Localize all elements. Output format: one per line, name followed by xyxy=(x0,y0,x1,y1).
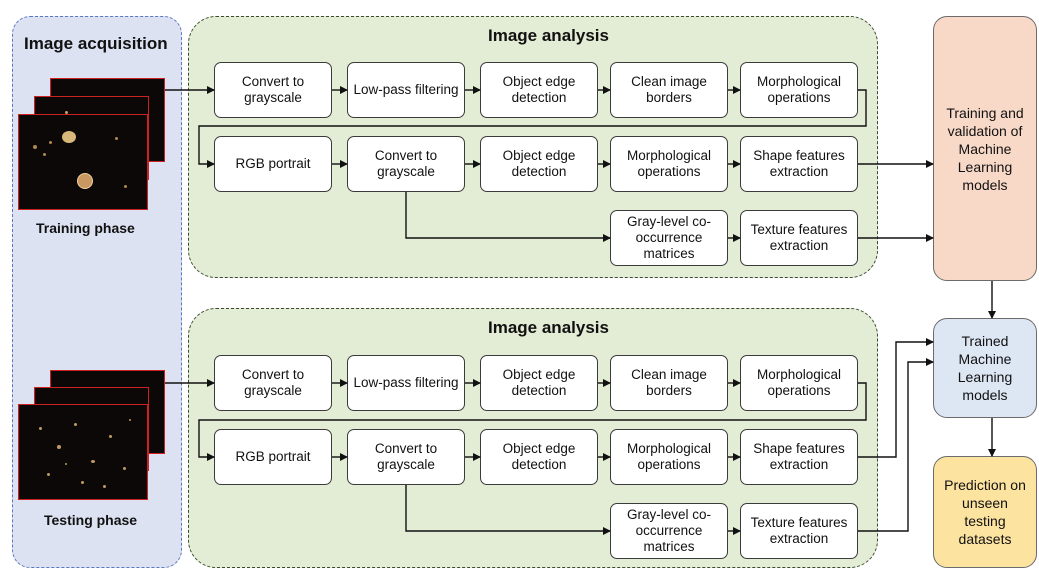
arrow-bottom-to-glcm xyxy=(405,485,611,535)
bottom-low-pass-filtering-box: Low-pass filtering xyxy=(347,355,465,411)
arrow-top-to-glcm xyxy=(405,192,611,242)
top-convert-grayscale-2-box: Convert to grayscale xyxy=(347,136,465,192)
bottom-morphological-operations-2-box: Morphological operations xyxy=(610,429,728,485)
arrow-bottom-texture-to-trained xyxy=(858,358,934,532)
top-morphological-operations-2-box: Morphological operations xyxy=(610,136,728,192)
training-phase-label: Training phase xyxy=(36,220,135,236)
image-analysis-title-bottom: Image analysis xyxy=(488,318,609,337)
bottom-clean-image-borders-box: Clean image borders xyxy=(610,355,728,411)
bottom-texture-features-extraction-box: Texture features extraction xyxy=(740,503,858,559)
bottom-object-edge-detection-box: Object edge detection xyxy=(480,355,598,411)
top-glcm-box: Gray-level co-occurrence matrices xyxy=(610,210,728,266)
top-rgb-portrait-box: RGB portrait xyxy=(214,136,332,192)
training-validation-box: Training and validation of Machine Learn… xyxy=(933,16,1037,281)
top-morphological-operations-box: Morphological operations xyxy=(740,62,858,118)
top-convert-grayscale-box: Convert to grayscale xyxy=(214,62,332,118)
image-acquisition-title: Image acquisition xyxy=(24,34,168,53)
testing-phase-label: Testing phase xyxy=(44,512,138,528)
bottom-object-edge-detection-2-box: Object edge detection xyxy=(480,429,598,485)
top-texture-features-extraction-box: Texture features extraction xyxy=(740,210,858,266)
top-object-edge-detection-box: Object edge detection xyxy=(480,62,598,118)
bottom-convert-grayscale-box: Convert to grayscale xyxy=(214,355,332,411)
arrow-bottom-shape-to-trained xyxy=(858,338,934,458)
bottom-shape-features-extraction-box: Shape features extraction xyxy=(740,429,858,485)
arrow-bottom-wrap xyxy=(198,382,867,461)
training-image-front xyxy=(18,114,148,210)
top-object-edge-detection-2-box: Object edge detection xyxy=(480,136,598,192)
arrow-top-wrap xyxy=(198,89,867,168)
testing-image-front xyxy=(18,404,148,500)
top-shape-features-extraction-box: Shape features extraction xyxy=(740,136,858,192)
top-low-pass-filtering-box: Low-pass filtering xyxy=(347,62,465,118)
trained-models-box: Trained Machine Learning models xyxy=(933,318,1037,418)
bottom-glcm-box: Gray-level co-occurrence matrices xyxy=(610,503,728,559)
prediction-box: Prediction on unseen testing datasets xyxy=(933,456,1037,568)
image-analysis-title-top: Image analysis xyxy=(488,26,609,45)
bottom-rgb-portrait-box: RGB portrait xyxy=(214,429,332,485)
